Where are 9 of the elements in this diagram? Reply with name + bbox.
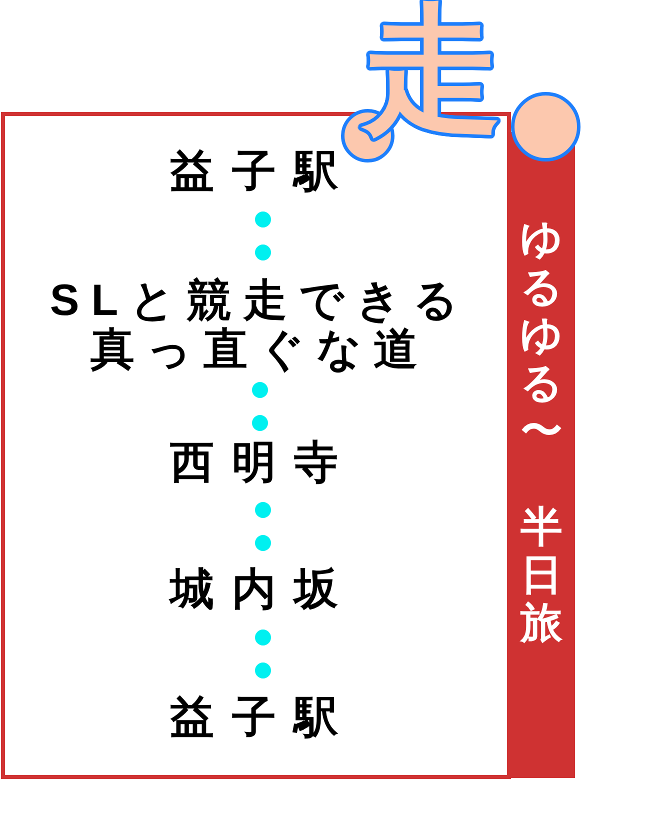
title: 走 [362,1,502,141]
band-text: 半日旅 [518,503,564,647]
side-band [508,132,575,778]
stop-label: 益子駅 [170,694,356,742]
stop-label: 城内坂 [170,566,356,614]
band-text: ゆるゆる〜 [519,215,564,455]
stop-label: 西明寺 [170,439,356,487]
stop-label: 益子駅 [170,148,356,196]
stop-label: SLと競走できる真っ直ぐな道 [42,276,478,374]
